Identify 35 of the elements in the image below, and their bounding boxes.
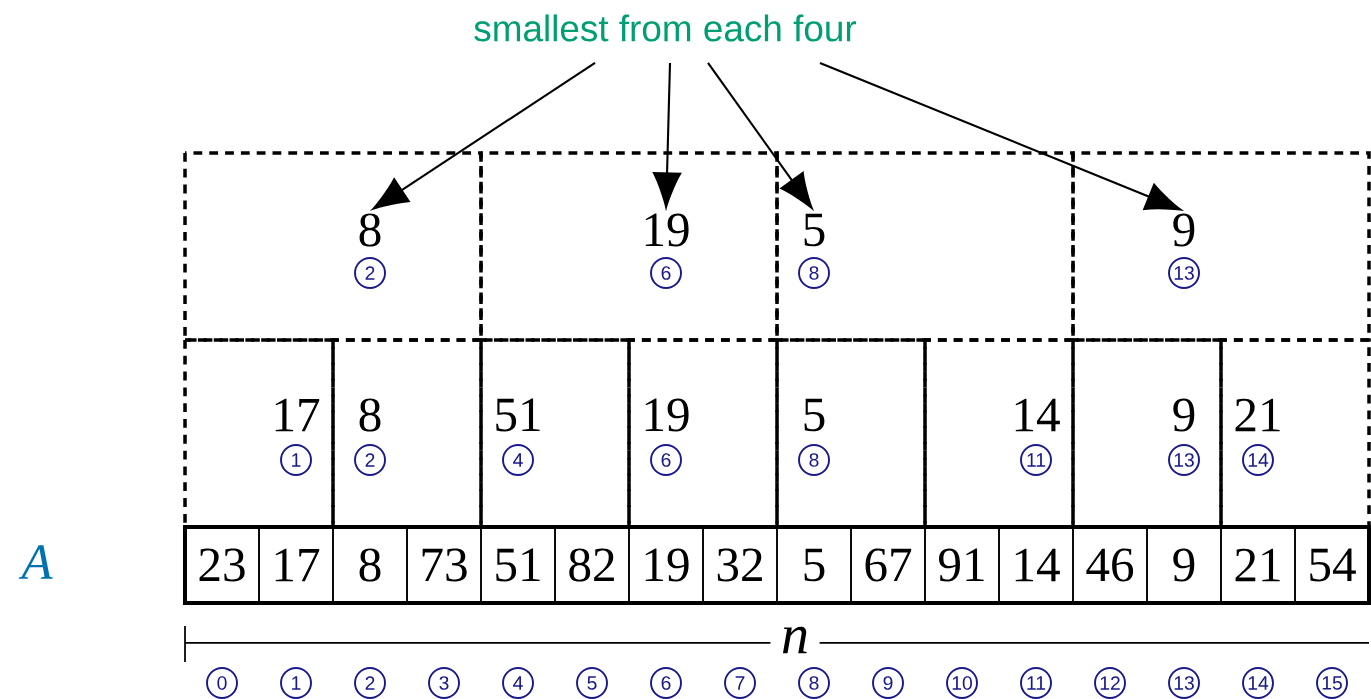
- array-cell: 17: [258, 526, 334, 604]
- value-text: 51: [496, 398, 540, 432]
- value-text: 21: [1235, 398, 1280, 432]
- value-text: 8: [359, 213, 381, 247]
- array-cell: 46: [1072, 526, 1148, 604]
- value-text: 19: [645, 213, 689, 247]
- arrow: [652, 62, 682, 208]
- array-cell: 54: [1294, 526, 1370, 604]
- arrow: [819, 61, 1182, 211]
- value-text: 17: [275, 398, 320, 432]
- node-label: 23: [199, 548, 245, 582]
- value-text: 9: [1173, 213, 1195, 247]
- array-cell: 21: [1220, 526, 1296, 604]
- arrow: [707, 62, 813, 209]
- value-text: 8: [359, 398, 381, 432]
- value-text: 19: [645, 398, 689, 432]
- value-text: 9: [1173, 398, 1195, 432]
- array-cell: 67: [850, 526, 926, 604]
- array-cell: 5: [776, 526, 852, 604]
- heading-text: smallest from each four: [474, 14, 857, 42]
- array-cell: 19: [628, 526, 704, 604]
- array-name: A: [18, 545, 53, 579]
- array-cell: 9: [1146, 526, 1222, 604]
- array-cell: 91: [924, 526, 1000, 604]
- value-text: 5: [804, 213, 825, 247]
- value-text: 5: [804, 398, 825, 432]
- array-cell: 14: [998, 526, 1074, 604]
- value-text: 14: [1015, 398, 1060, 432]
- arrow: [372, 62, 596, 210]
- dimension-label: n: [770, 620, 820, 660]
- array-cell: 51: [480, 526, 556, 604]
- array-cell: 73: [406, 526, 482, 604]
- array-cell: 8: [332, 526, 408, 604]
- array-cell: 82: [554, 526, 630, 604]
- array-cell: 32: [702, 526, 778, 604]
